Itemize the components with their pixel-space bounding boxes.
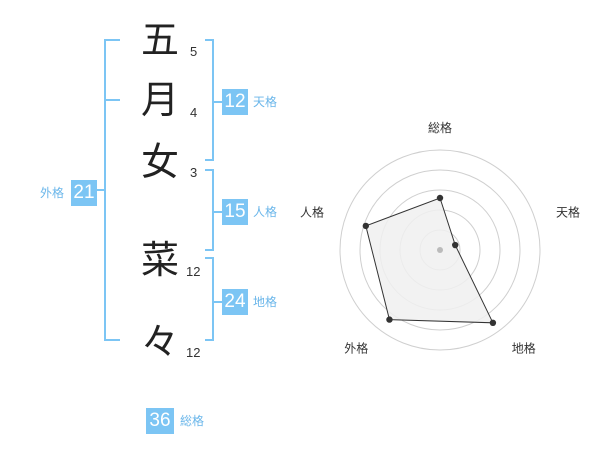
radar-point-3 (489, 319, 497, 327)
radar-center (437, 247, 443, 253)
stroke-count-1: 5 (190, 44, 198, 59)
gaikaku-label: 外格 (40, 186, 65, 200)
radar-ring (339, 149, 541, 351)
soukaku-label: 総格 (180, 414, 205, 428)
radar-point-5 (362, 222, 370, 230)
name-char-3: 女 (140, 140, 179, 184)
radar-axis-label-4: 外格 (344, 341, 368, 356)
radar-axis-label-5: 人格 (300, 204, 324, 219)
stroke-count-3: 3 (190, 165, 198, 180)
gaikaku-value: 21 (71, 180, 97, 206)
name-char-2: 月 (140, 78, 179, 122)
tenkaku-label: 天格 (253, 95, 278, 109)
soukaku-value: 36 (146, 408, 174, 434)
radar-point-4 (386, 316, 393, 323)
radar-axis-label-3: 地格 (512, 341, 536, 356)
jinkaku-label: 人格 (253, 205, 278, 219)
stroke-count-2: 4 (190, 105, 198, 120)
tenkaku-bracket (205, 39, 214, 161)
radar-point-2 (452, 241, 459, 249)
tenkaku-value: 12 (222, 89, 248, 115)
radar-axis-label-1: 総格 (428, 120, 452, 135)
name-char-1: 五 (140, 18, 179, 62)
name-char-5: 々 (140, 320, 179, 364)
chikaku-label: 地格 (253, 295, 278, 309)
name-char-4: 菜 (140, 238, 179, 282)
radar-axis-label-2: 天格 (556, 204, 580, 219)
stroke-count-5: 12 (186, 345, 201, 360)
radar-area (365, 197, 494, 324)
jinkaku-value: 15 (222, 199, 248, 225)
jinkaku-bracket (205, 169, 214, 251)
radar-point-1 (436, 194, 444, 202)
chikaku-value: 24 (222, 289, 248, 315)
radar-ring (359, 169, 521, 331)
stroke-count-4: 12 (186, 264, 201, 279)
chikaku-bracket (205, 257, 214, 341)
